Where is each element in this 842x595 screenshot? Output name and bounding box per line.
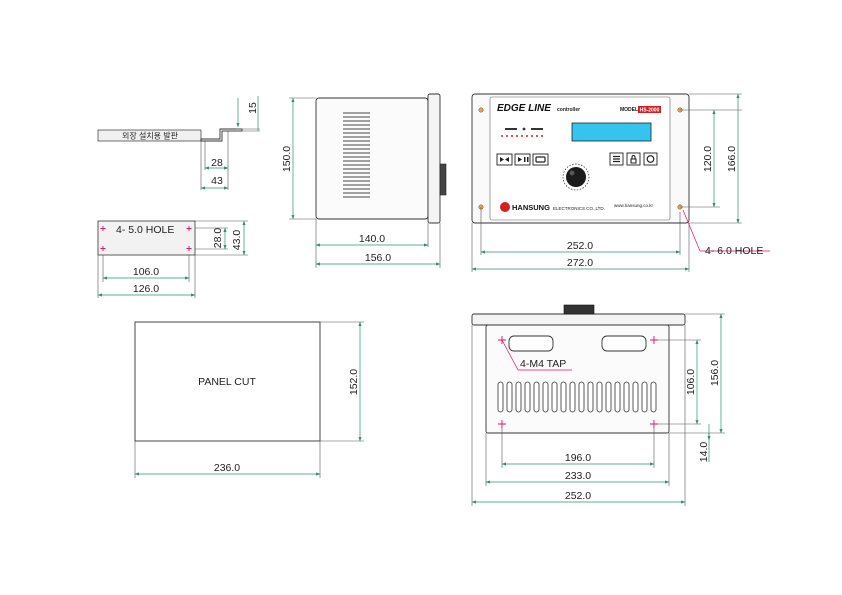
bracket-dim-b: 43 <box>211 175 223 187</box>
front-hole-label: 4- 6.0 HOLE <box>705 245 763 257</box>
panel-cut-dim-width: 236.0 <box>214 462 240 474</box>
side-view: 150.0 140.0 156.0 <box>281 93 447 268</box>
bottom-front-bezel <box>471 313 686 326</box>
side-knob <box>439 163 447 196</box>
main-knob[interactable] <box>562 163 590 191</box>
plate-dim-w-inner: 106.0 <box>133 266 159 278</box>
plate-hole-label: 4- 5.0 HOLE <box>116 224 174 236</box>
bottom-dim-w-tap: 196.0 <box>565 452 591 464</box>
bottom-opening-right <box>601 335 647 352</box>
maker-site: www.hansung.co.kr <box>614 203 654 208</box>
front-dim-w-inner: 252.0 <box>567 240 593 252</box>
bottom-vent-slots <box>497 381 657 413</box>
bracket-plate <box>97 220 196 256</box>
side-body <box>315 97 429 220</box>
right-key-group <box>609 152 658 166</box>
bottom-opening-left <box>508 335 554 352</box>
bracket-label: 외장 설치용 발판 <box>122 131 179 141</box>
key-mode[interactable] <box>532 153 549 166</box>
plate-dim-w-outer: 126.0 <box>133 283 159 295</box>
lock-icon <box>630 155 637 164</box>
bottom-dim-h-outer: 156.0 <box>709 360 721 386</box>
bottom-dim-h-tap: 106.0 <box>685 369 697 395</box>
panel-cut-outline <box>134 321 321 442</box>
maker-logo-mark <box>500 202 510 212</box>
key-forward-reverse[interactable] <box>496 153 513 166</box>
bottom-body <box>485 324 670 434</box>
side-dim-depth-total: 156.0 <box>365 252 391 264</box>
front-dim-w-outer: 272.0 <box>567 257 593 269</box>
model-badge <box>638 106 661 113</box>
front-dim-h-inner: 120.0 <box>702 146 714 172</box>
panel-cut-view: PANEL CUT 152.0 236.0 <box>134 321 364 478</box>
panel-cut-label: PANEL CUT <box>198 376 256 388</box>
bottom-dim-w-outer: 252.0 <box>565 490 591 502</box>
bottom-tap-label: 4-M4 TAP <box>520 358 566 370</box>
bottom-knob <box>563 304 595 315</box>
start-stop-icon <box>518 157 529 162</box>
bottom-dim-w-body: 233.0 <box>565 470 591 482</box>
brand-logo: EDGE LINE <box>497 103 551 114</box>
indicator-row <box>501 127 543 137</box>
bracket-label-box <box>97 129 202 142</box>
controller-label: controller <box>557 107 580 113</box>
mode-icon <box>535 156 546 163</box>
panel-cut-dim-height: 152.0 <box>348 369 360 395</box>
bracket-dim-top: 15 <box>247 102 259 114</box>
knob-ring <box>562 163 590 191</box>
key-start-stop[interactable] <box>514 153 531 166</box>
maker-name: HANSUNG <box>512 203 550 212</box>
forward-reverse-icon <box>500 157 509 162</box>
maker-sub: ELECTRONICS CO.,LTD. <box>553 206 605 211</box>
menu-icon <box>613 155 620 163</box>
plate-dim-h-inner: 28.0 <box>212 228 224 249</box>
model-label: MODEL <box>620 107 638 113</box>
lcd-display <box>571 122 652 142</box>
enter-icon <box>646 155 655 163</box>
key-enter[interactable] <box>643 152 658 166</box>
side-front-bezel <box>427 93 441 224</box>
side-dim-height: 150.0 <box>281 146 293 172</box>
bracket-dim-a: 28 <box>211 157 223 169</box>
model-value: HS-2000 <box>640 108 660 114</box>
knob-highlight <box>569 170 575 176</box>
plate-dim-h-outer: 43.0 <box>231 230 243 251</box>
knob-body <box>566 167 586 187</box>
bottom-dim-offset: 14.0 <box>698 442 710 463</box>
left-key-group <box>496 153 549 166</box>
bottom-view: 4-M4 TAP 106.0 156.0 14.0 196.0 233.0 25… <box>471 304 725 506</box>
side-dim-depth-body: 140.0 <box>359 233 385 245</box>
bracket-plate-view: 4- 5.0 HOLE 28.0 43.0 106.0 126.0 <box>97 220 248 298</box>
side-vent-slots <box>343 112 370 198</box>
front-view: EDGE LINE controller MODEL HS-2000 <box>471 93 770 272</box>
front-dim-h-outer: 166.0 <box>726 146 738 172</box>
mounting-bracket-detail: 외장 설치용 발판 15 28 43 <box>97 96 260 190</box>
